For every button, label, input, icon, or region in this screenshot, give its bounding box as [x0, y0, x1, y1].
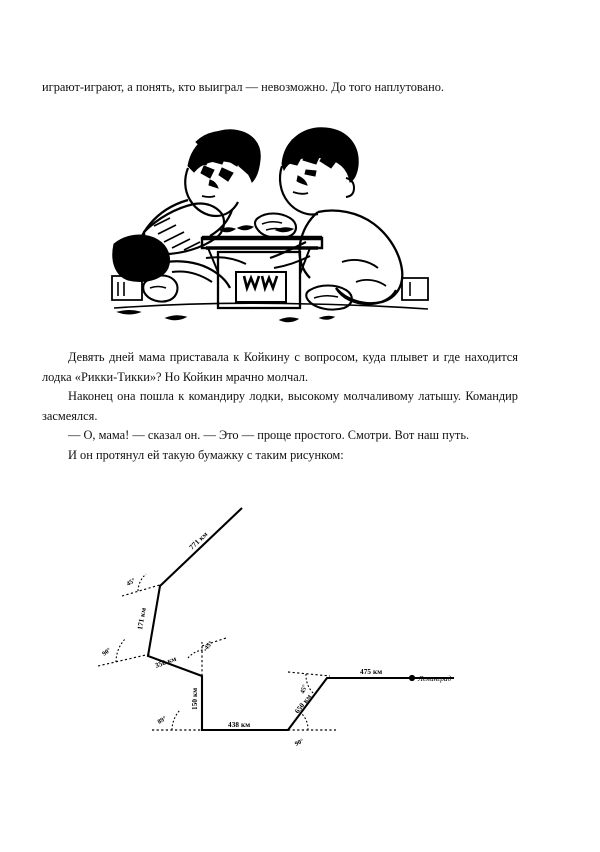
angle-label-4: 89°	[157, 715, 169, 726]
route-path	[146, 507, 454, 732]
route-diagram: 771 км 171 км 350 км 150 км 438 км 650 к…	[60, 498, 460, 758]
paragraph: — О, мама! — сказал он. — Это — проще пр…	[68, 428, 470, 443]
illustration-two-boys-playing-board-game	[110, 112, 432, 330]
city-marker-dot	[408, 674, 416, 682]
angle-arc	[305, 673, 315, 695]
paragraph: Девять дней мама приставала к Койкину с …	[42, 350, 518, 384]
angle-arc	[301, 713, 309, 731]
distance-label-171: 171 км	[136, 607, 148, 630]
paragraph: Наконец она пошла к командиру лодки, выс…	[42, 389, 518, 423]
paragraph: И он протянул ей такую бумажку с таким р…	[68, 447, 344, 462]
angle-label-3: 45°	[203, 640, 214, 652]
middle-text-block: Девять дней мама приставала к Койкину с …	[42, 348, 518, 466]
angle-label-1: 45°	[126, 577, 138, 588]
distance-label-650: 650 км	[293, 693, 313, 715]
top-text-block: играют-играют, а понять, кто выиграл — н…	[42, 78, 518, 98]
distance-label-438: 438 км	[228, 721, 250, 729]
distance-label-475: 475 км	[360, 668, 382, 676]
angle-arc	[187, 649, 207, 659]
angle-arc	[171, 709, 181, 731]
city-label-leningrad: Ленинград	[417, 674, 452, 683]
angle-label-5: 90°	[294, 737, 306, 747]
guide-line	[287, 671, 331, 677]
distance-label-350: 350 км	[154, 655, 178, 670]
angle-label-6: 45°	[299, 684, 309, 695]
angle-arc	[137, 573, 147, 592]
angle-label-2: 90°	[101, 646, 113, 657]
paragraph: играют-играют, а понять, кто выиграл — н…	[42, 80, 445, 94]
angle-arc	[115, 637, 127, 663]
distance-label-150: 150 км	[191, 688, 199, 710]
